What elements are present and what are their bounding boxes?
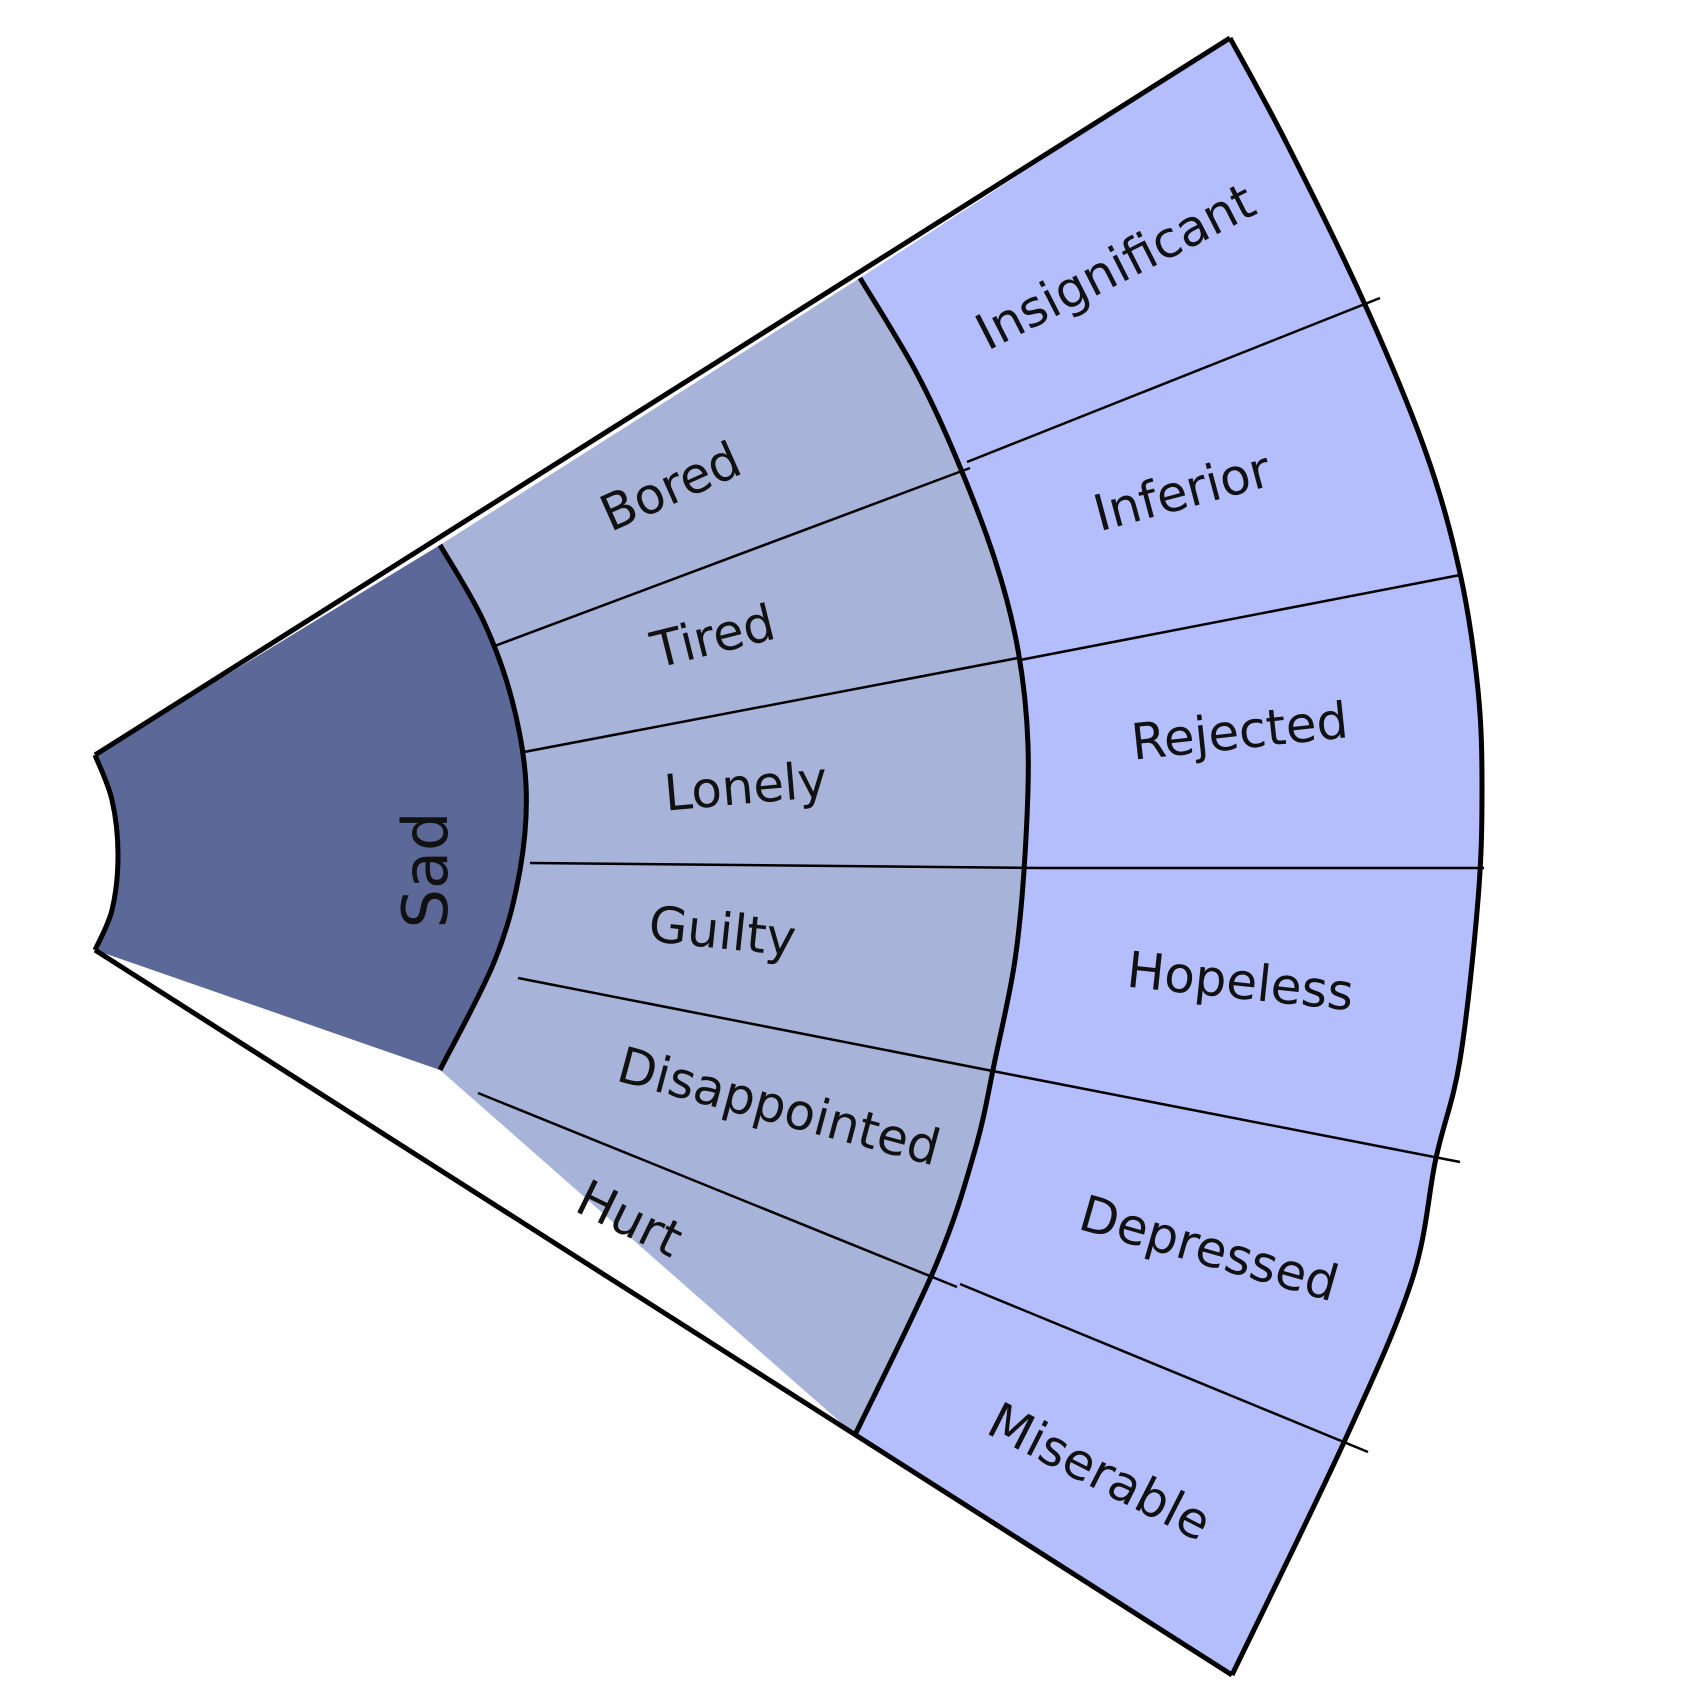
middle-ring [440,278,1028,1435]
core-middle-boundary [437,543,529,1072]
top-edge [93,35,1232,758]
outer-edge [1227,36,1485,1677]
bottom-edge [93,947,1234,1678]
middle-divider [491,466,971,649]
outer-divider [966,296,1381,464]
outer-ring [855,38,1482,1675]
outer-divider [1012,1073,1461,1164]
outer-divider [959,1282,1369,1454]
middle-outer-boundary [852,276,1031,1437]
middle-divider [529,861,1041,870]
middle-divider [477,1091,958,1289]
middle-divider [517,976,1014,1077]
core-label: Sad [389,812,462,929]
core-segment [95,545,526,1070]
middle-divider [523,656,1019,754]
inner-edge [92,754,121,952]
outer-divider [1019,573,1461,662]
middle-label-lonely: Lonely [662,750,830,822]
